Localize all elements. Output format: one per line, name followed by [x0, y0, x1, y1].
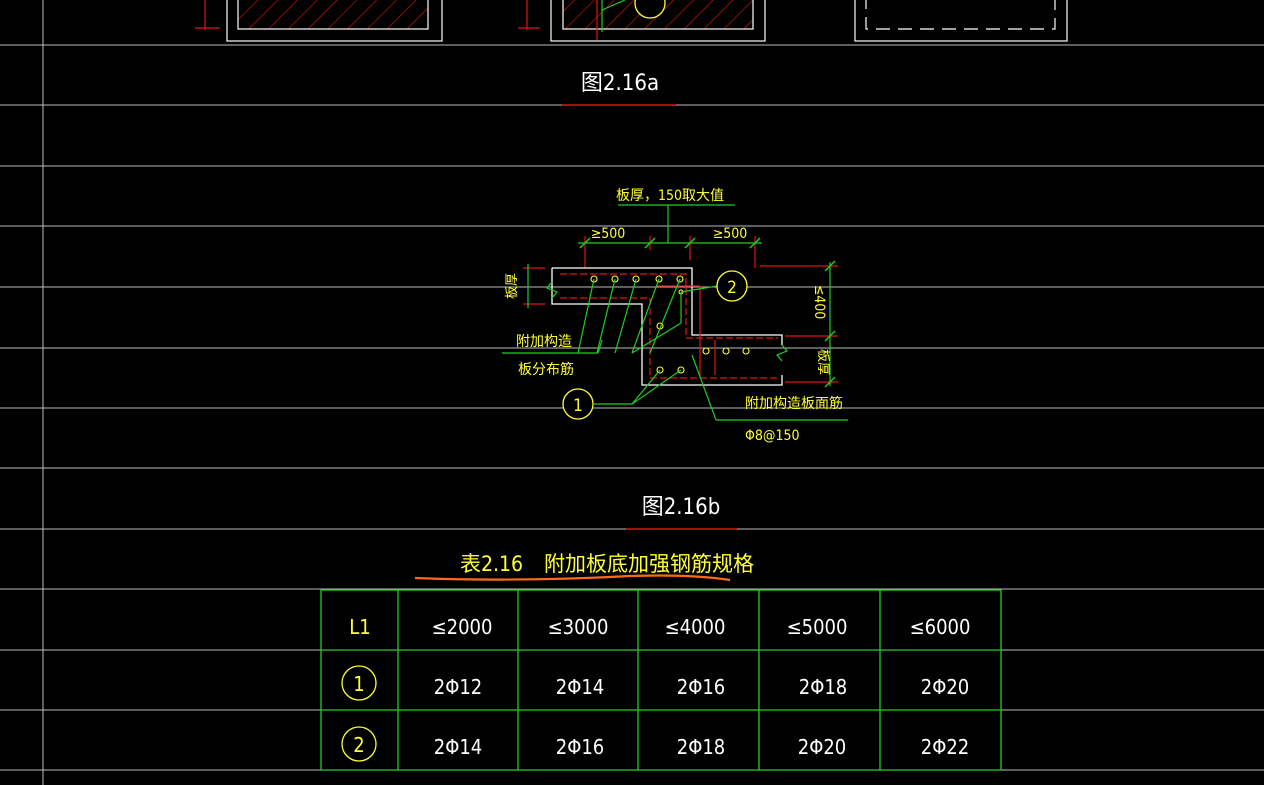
- marker-2-label: 2: [727, 278, 737, 298]
- figure-b: 板厚，150取大值 ≥500 ≥500: [502, 188, 848, 530]
- rebar-red: [560, 273, 778, 379]
- leader-lines: [502, 278, 848, 421]
- table-header-cell: ≤6000: [910, 615, 971, 639]
- table-cell: 2Φ18: [799, 675, 848, 699]
- table-cell: 2Φ22: [921, 735, 970, 759]
- add-structure-label: 附加构造: [516, 334, 572, 350]
- fig-b-caption: 图2.16b: [642, 495, 721, 520]
- height-limit-dim: [760, 260, 838, 388]
- table-cell: 2Φ20: [921, 675, 970, 699]
- break-symbol-right: [776, 344, 788, 362]
- fig-a-right-panel: [854, 0, 1068, 42]
- table-cell: 2Φ18: [677, 735, 726, 759]
- table-cell: 2Φ12: [434, 675, 483, 699]
- marker-1-circle: [562, 388, 594, 420]
- slab-distribution-label: 板分布筋: [518, 361, 574, 378]
- slab-thick-right-label: 板厚: [815, 349, 830, 375]
- table-header-cell: ≤4000: [665, 615, 726, 639]
- dim-left-label: ≥500: [591, 226, 626, 242]
- row-1-marker-circle: [341, 665, 377, 701]
- table-grid: [320, 589, 1002, 771]
- table-cell: 2Φ14: [556, 675, 605, 699]
- figure-a: 图2.16a: [195, 0, 1068, 106]
- bar-spec-label: Φ8@150: [745, 428, 800, 444]
- table-cell: 2Φ16: [556, 735, 605, 759]
- table-header-cell: ≤3000: [548, 615, 609, 639]
- fig-a-middle-panel: [518, 0, 766, 42]
- table-title: 表2.16 附加板底加强钢筋规格: [460, 552, 754, 576]
- marker-2-circle: [716, 270, 748, 302]
- table-header-cell: ≤5000: [787, 615, 848, 639]
- row-2-marker-circle: [341, 726, 377, 762]
- table-header-cell: ≤2000: [432, 615, 493, 639]
- top-note-label: 板厚，150取大值: [616, 188, 724, 204]
- row-2-marker-label: 2: [353, 733, 364, 757]
- break-symbol-left: [546, 281, 558, 299]
- table-2-16: 表2.16 附加板底加强钢筋规格 L1 ≤2000 ≤3000 ≤4000 ≤5…: [320, 552, 1002, 771]
- slab-thick-left-dim: [523, 264, 545, 308]
- height-limit-label: ≤400: [811, 285, 827, 320]
- table-header-cell: L1: [349, 615, 370, 639]
- marker-1-label: 1: [573, 396, 583, 416]
- fig-a-caption: 图2.16a: [581, 71, 659, 96]
- table-cell: 2Φ16: [677, 675, 726, 699]
- row-1-marker-label: 1: [353, 672, 364, 696]
- top-dimension: [578, 236, 762, 268]
- add-surface-bar-label: 附加构造板面筋: [745, 395, 843, 412]
- table-cell: 2Φ20: [798, 735, 847, 759]
- fig-a-marker-circle: [634, 0, 666, 19]
- slab-thick-left-label: 板厚: [505, 273, 520, 299]
- table-cell: 2Φ14: [434, 735, 483, 759]
- table-title-underline: [414, 574, 731, 582]
- dim-right-label: ≥500: [713, 226, 748, 242]
- fig-a-left-panel: [195, 0, 443, 42]
